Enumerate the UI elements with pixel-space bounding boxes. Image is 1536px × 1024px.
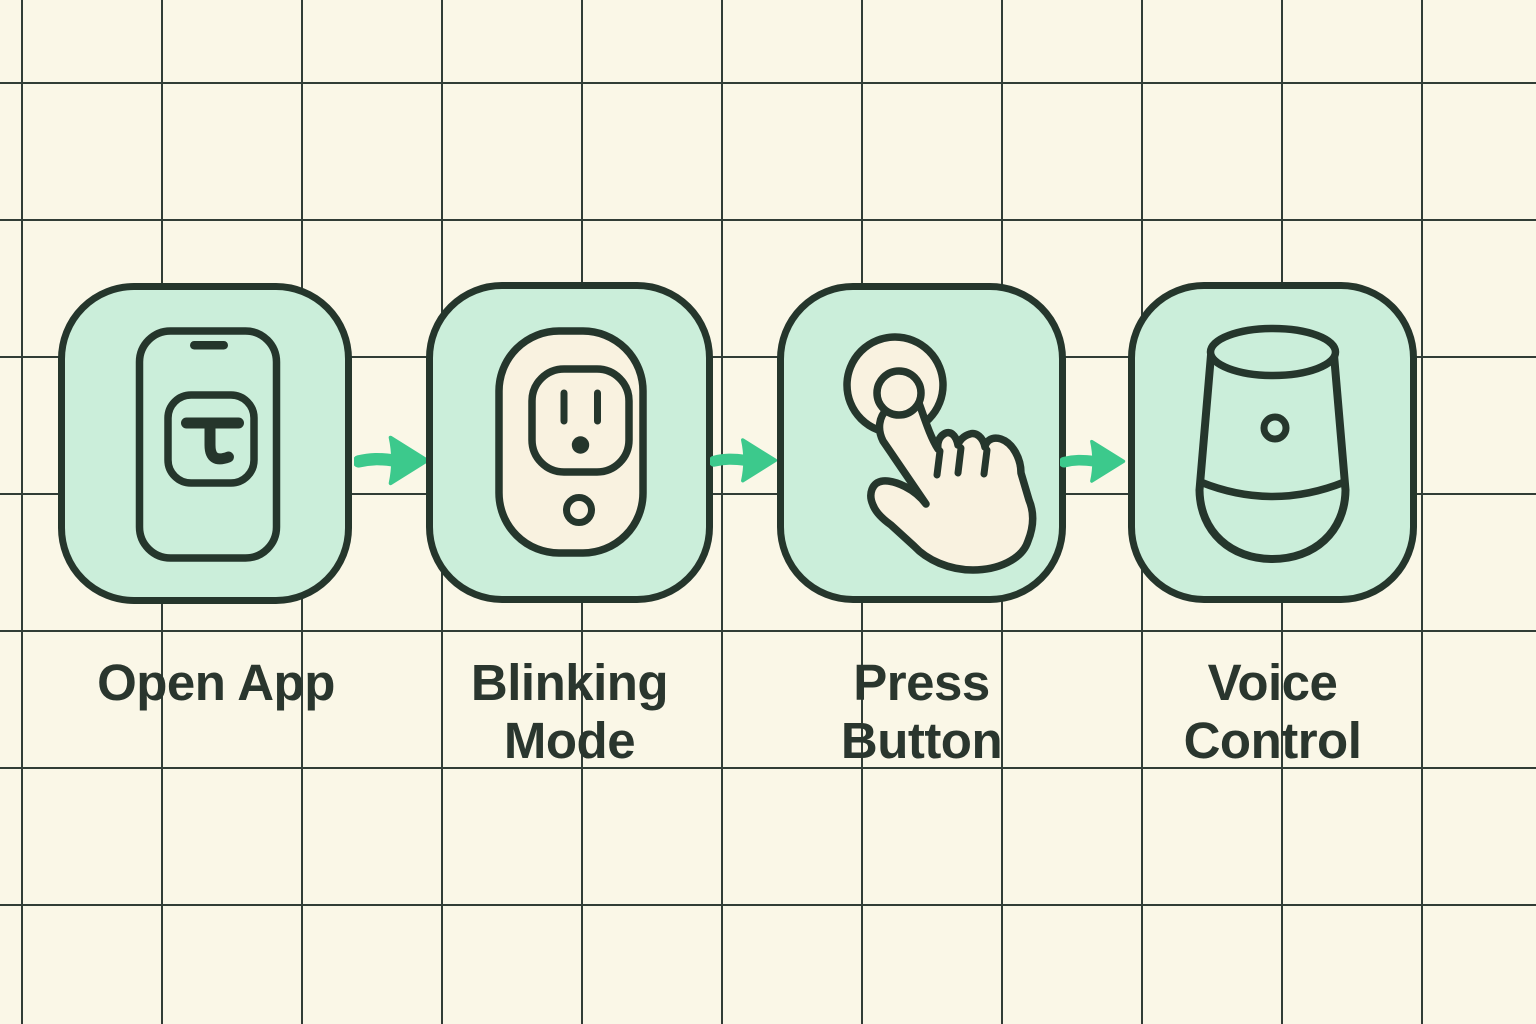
step-label: Open App [28,654,382,712]
arrow-right-icon [710,438,778,483]
step-voice-control [1128,282,1417,603]
step-label-line: Press [853,654,990,711]
tap-hand-icon [843,333,1037,574]
step-label: Press Button [747,654,1096,770]
phone-speaker-notch [190,341,228,350]
step-label-line: Open App [97,654,335,711]
step-blinking-mode [426,282,713,603]
tau-app-logo [181,417,244,465]
arrow-right-icon [354,435,430,486]
step-label: Voice Control [1098,654,1447,770]
step-label-line: Control [1183,712,1362,769]
hand-outline [867,387,1037,574]
step-card [58,283,352,604]
step-press-button [777,283,1066,603]
smart-plug-icon [495,327,647,557]
step-label-line: Mode [503,712,636,769]
finger-creases [933,444,991,479]
step-label-line: Button [840,712,1003,769]
speaker-body [1195,354,1350,564]
socket-ground-hole [571,436,590,454]
speaker-fabric-seam [1199,478,1346,501]
plug-led-button [563,494,595,526]
step-open-app [58,283,352,604]
speaker-button [1260,413,1290,443]
button-inner-circle [873,367,925,419]
step-label-line: Voice [1207,654,1338,711]
step-label: Blinking Mode [396,654,743,770]
socket-slots [560,389,601,425]
step-label-line: Blinking [470,654,669,711]
arrow-right-icon [1060,439,1126,483]
smart-speaker-icon [1195,324,1350,564]
phone-app-icon [135,327,281,562]
speaker-top [1206,324,1340,380]
app-icon-frame [164,391,258,487]
socket-face [528,365,633,476]
